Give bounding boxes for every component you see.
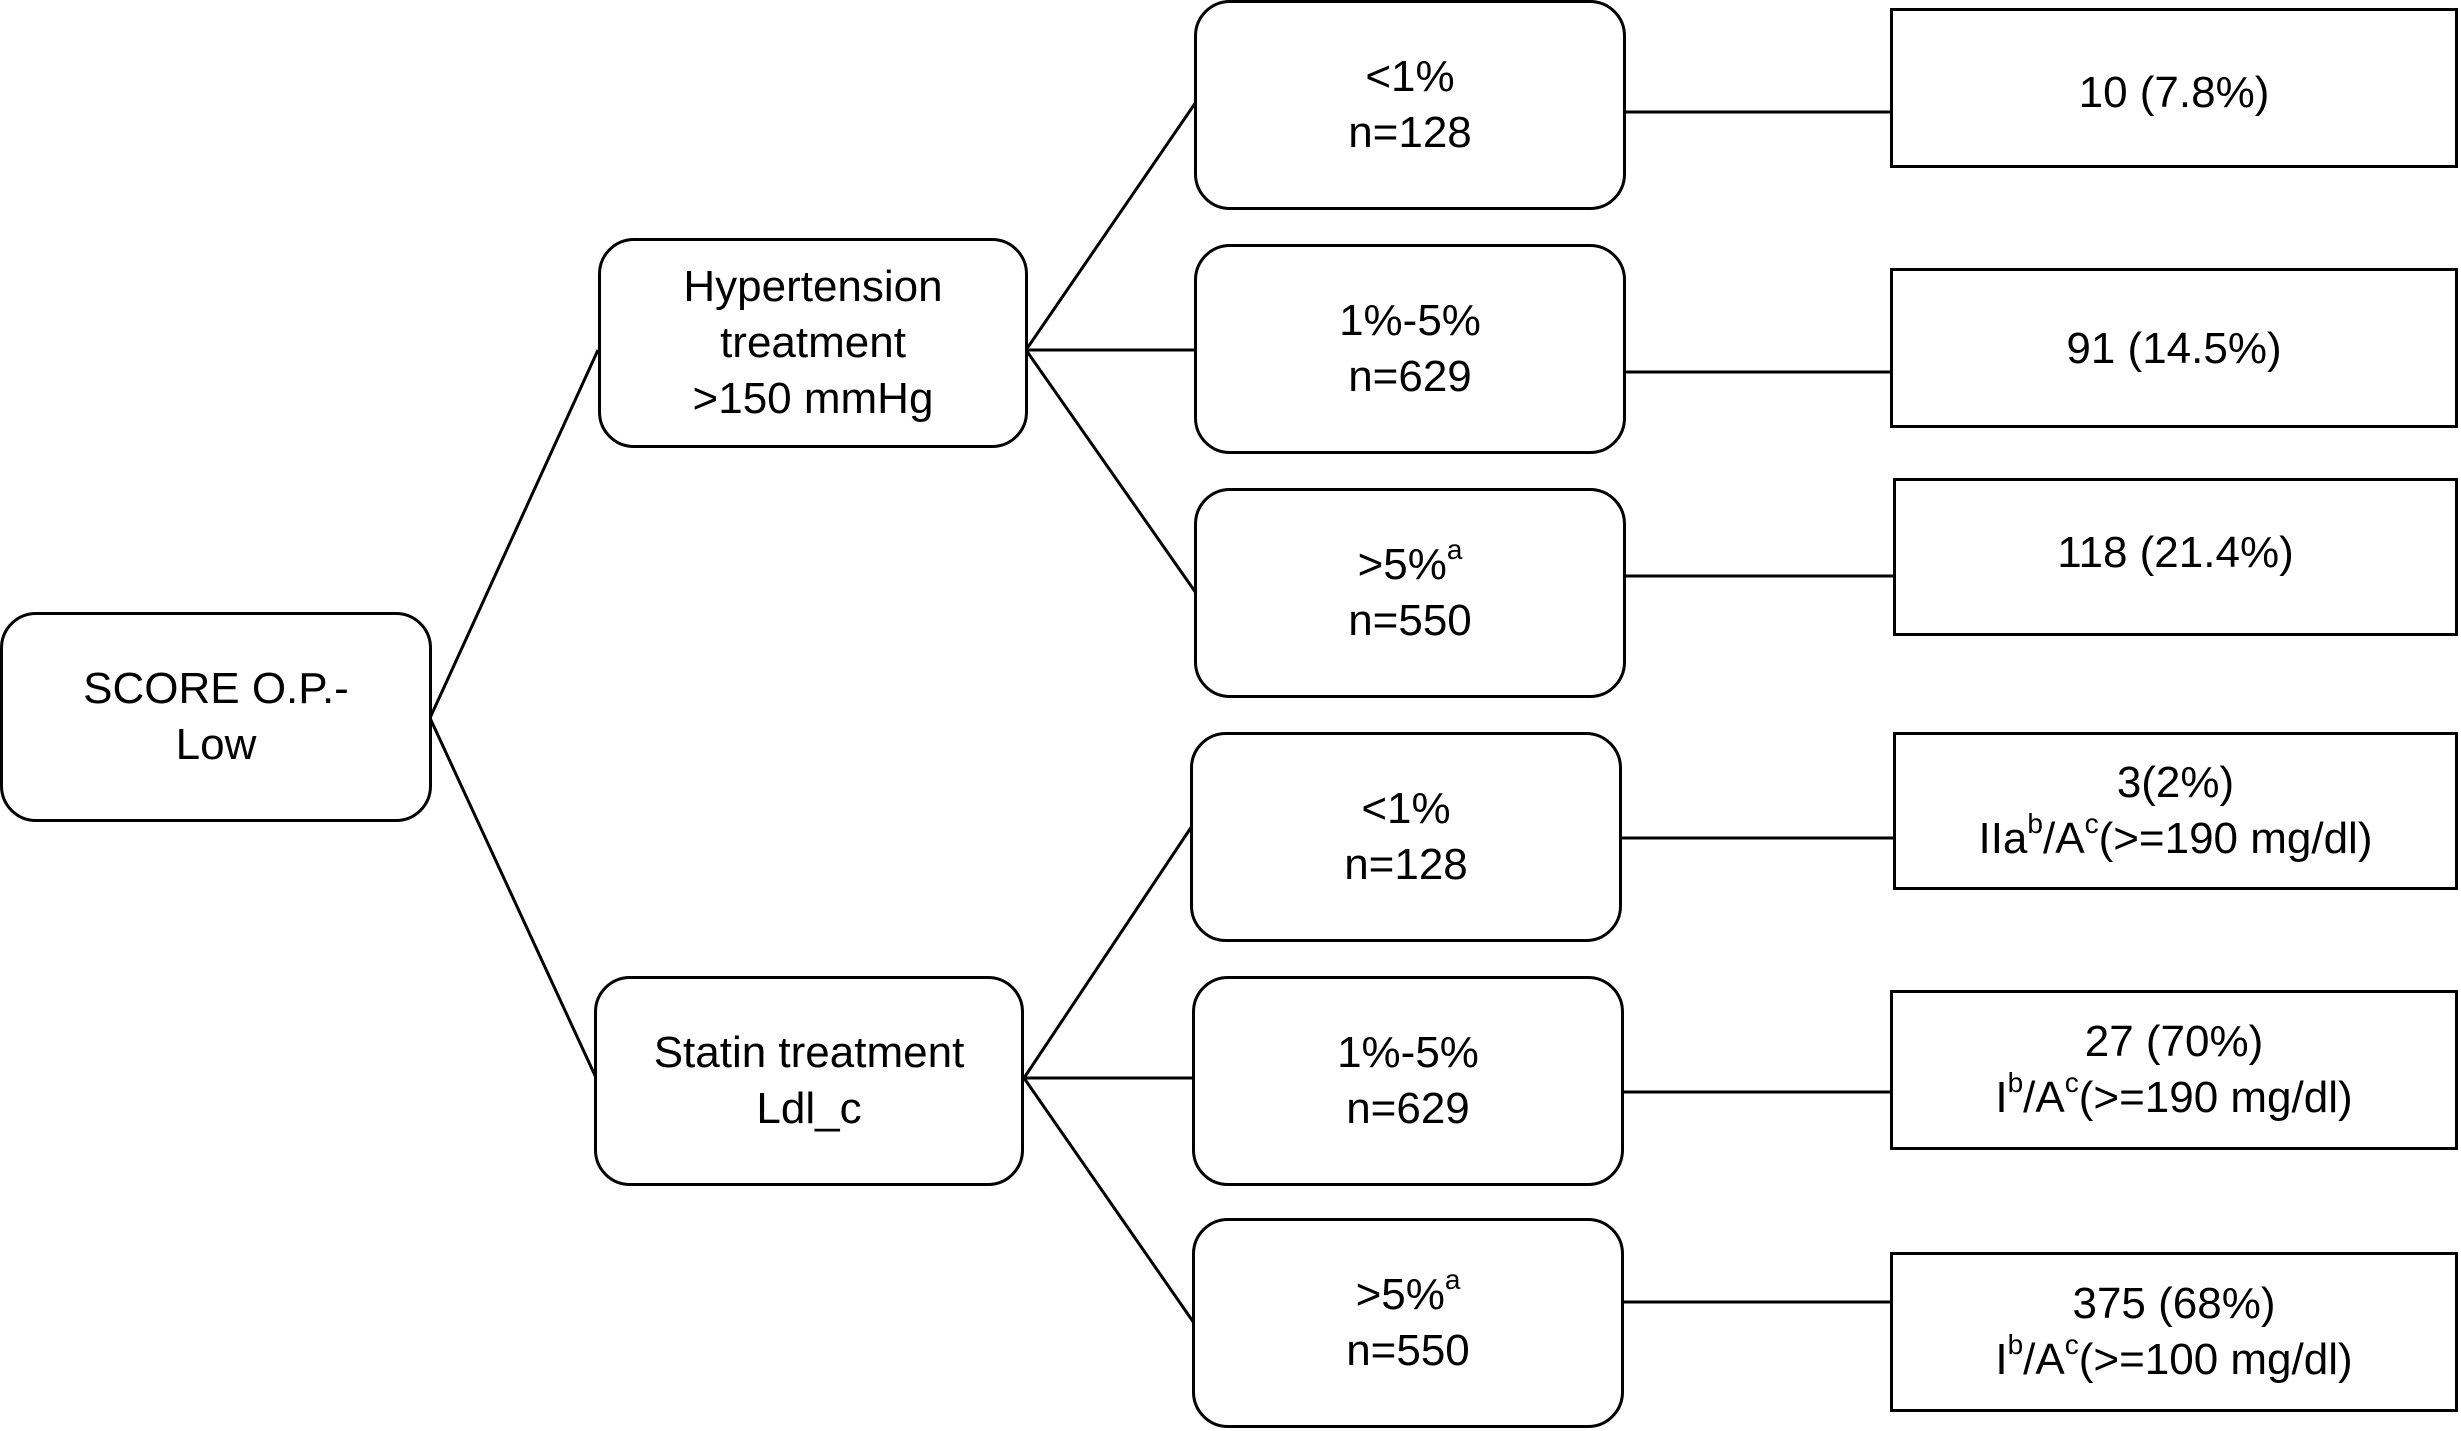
rec-class: I: [1995, 1335, 2008, 1384]
statin-result-mid: 27 (70%) Ib/Ac(>=190 mg/dl): [1890, 990, 2458, 1150]
risk-text: <1%: [1365, 52, 1455, 101]
hypertension-risk-mid-node: 1%-5% n=629: [1194, 244, 1626, 454]
statin-risk-mid-node: 1%-5% n=629: [1192, 976, 1624, 1186]
result-value: 10 (7.8%): [2078, 68, 2270, 117]
result-value: 375 (68%): [2072, 1279, 2276, 1328]
connector-root-statin: [428, 717, 600, 1083]
risk-label: 1%-5%: [1337, 1025, 1479, 1081]
risk-text: <1%: [1361, 784, 1451, 833]
statin-label-line-1: Statin treatment: [653, 1028, 965, 1077]
result-value: 118 (21.4%): [2057, 528, 2294, 577]
risk-label: <1%: [1365, 49, 1454, 105]
rec-class: I: [1995, 1073, 2008, 1122]
statin-result-high: 375 (68%) Ib/Ac(>=100 mg/dl): [1890, 1252, 2458, 1412]
rec-level: /A: [2042, 814, 2085, 863]
hypertension-label-line-2: treatment: [720, 318, 906, 367]
connector-root-hypertension: [428, 349, 600, 719]
rec-footnote-c: c: [2064, 1329, 2079, 1361]
root-label-line-1: SCORE O.P.-: [83, 664, 349, 713]
sample-size: n=629: [1346, 1084, 1470, 1133]
statin-node: Statin treatment Ldl_c: [594, 976, 1024, 1186]
sample-size: n=629: [1348, 352, 1472, 401]
result-recommendation: Ib/Ac(>=100 mg/dl): [1995, 1329, 2353, 1388]
statin-risk-low-node: <1% n=128: [1190, 732, 1622, 942]
hypertension-risk-high-node: >5%a n=550: [1194, 488, 1626, 698]
risk-text: >5%: [1355, 1270, 1445, 1319]
hypertension-node: Hypertension treatment >150 mmHg: [598, 238, 1028, 448]
hypertension-risk-low-node: <1% n=128: [1194, 0, 1626, 210]
risk-text: 1%-5%: [1337, 1028, 1479, 1077]
result-value: 27 (70%): [2084, 1017, 2264, 1066]
rec-footnote-b: b: [2027, 808, 2043, 840]
risk-footnote: a: [1446, 534, 1463, 566]
connector-hypertension-low: [1024, 101, 1198, 351]
rec-threshold: (>=100 mg/dl): [2078, 1335, 2353, 1384]
rec-level: /A: [2023, 1335, 2065, 1384]
connector-hypertension-high: [1024, 349, 1198, 594]
rec-level: /A: [2023, 1073, 2065, 1122]
root-node: SCORE O.P.- Low: [0, 612, 432, 822]
rec-threshold: (>=190 mg/dl): [2098, 814, 2373, 863]
rec-class: IIa: [1978, 814, 2028, 863]
risk-label: >5%a: [1355, 1264, 1461, 1323]
root-label-line-2: Low: [175, 720, 257, 769]
hypertension-label-line-1: Hypertension: [683, 262, 943, 311]
sample-size: n=550: [1346, 1326, 1470, 1375]
result-value: 91 (14.5%): [2066, 324, 2282, 373]
hypertension-result-high: 118 (21.4%): [1893, 478, 2458, 636]
risk-text: >5%: [1357, 540, 1447, 589]
hypertension-label-line-3: >150 mmHg: [692, 374, 934, 423]
result-value: 3(2%): [2116, 758, 2235, 807]
risk-label: 1%-5%: [1339, 293, 1481, 349]
rec-footnote-c: c: [2064, 1067, 2079, 1099]
risk-label: <1%: [1361, 781, 1450, 837]
rec-footnote-b: b: [2007, 1067, 2024, 1099]
result-recommendation: IIab/Ac(>=190 mg/dl): [1978, 808, 2373, 867]
statin-label-line-2: Ldl_c: [756, 1084, 862, 1133]
sample-size: n=550: [1348, 596, 1472, 645]
risk-label: >5%a: [1357, 534, 1463, 593]
sample-size: n=128: [1344, 840, 1468, 889]
rec-threshold: (>=190 mg/dl): [2078, 1073, 2353, 1122]
statin-result-low: 3(2%) IIab/Ac(>=190 mg/dl): [1893, 732, 2458, 890]
risk-text: 1%-5%: [1339, 296, 1481, 345]
hypertension-result-low: 10 (7.8%): [1890, 8, 2458, 168]
rec-footnote-c: c: [2084, 808, 2099, 840]
statin-risk-high-node: >5%a n=550: [1192, 1218, 1624, 1428]
hypertension-result-mid: 91 (14.5%): [1890, 268, 2458, 428]
sample-size: n=128: [1348, 108, 1472, 157]
risk-footnote: a: [1444, 1264, 1461, 1296]
rec-footnote-b: b: [2007, 1329, 2024, 1361]
result-recommendation: Ib/Ac(>=190 mg/dl): [1995, 1067, 2353, 1126]
connector-statin-high: [1022, 1077, 1196, 1324]
connector-statin-low: [1022, 825, 1194, 1079]
